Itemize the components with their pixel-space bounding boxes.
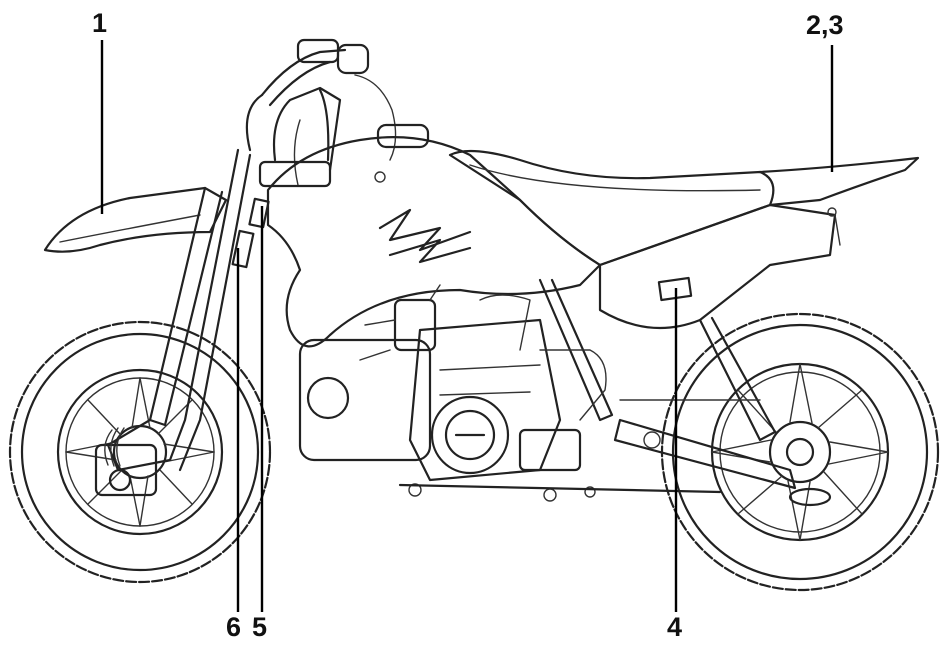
front-wheel — [8, 320, 272, 584]
callout-5: 5 — [252, 612, 268, 642]
rear-fender — [598, 156, 920, 330]
callout-2-3: 2,3 — [806, 10, 844, 40]
callout-1: 1 — [92, 8, 108, 38]
leader-lines — [100, 40, 834, 612]
callout-4: 4 — [667, 612, 683, 642]
front-fork — [94, 148, 252, 497]
seat — [448, 149, 775, 267]
rear-wheel — [660, 312, 940, 592]
callout-6: 6 — [226, 612, 242, 642]
front-fender — [43, 186, 228, 253]
handlebar — [245, 38, 397, 188]
engine — [298, 284, 722, 502]
fork-labels — [231, 197, 270, 269]
fuel-tank — [266, 123, 602, 348]
